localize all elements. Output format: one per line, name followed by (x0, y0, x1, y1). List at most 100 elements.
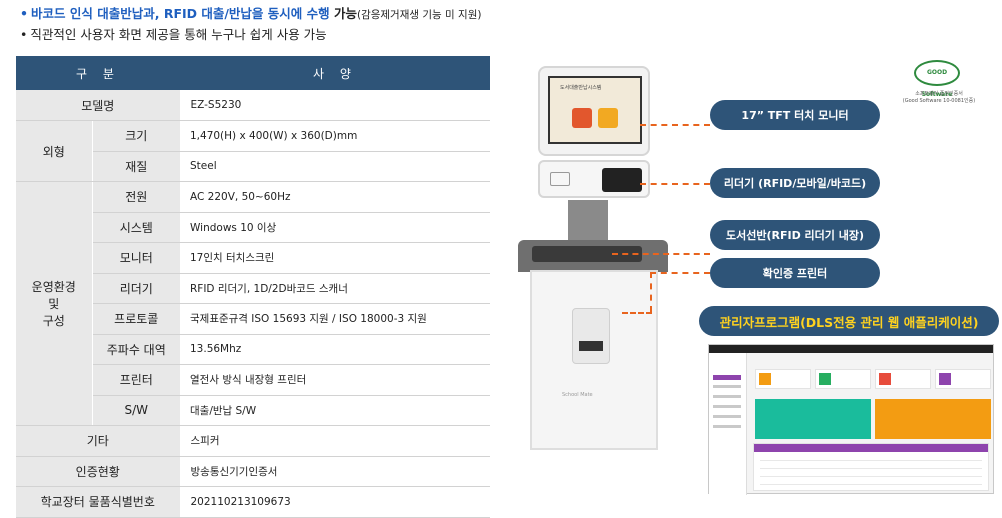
row-value: Windows 10 이상 (180, 212, 490, 243)
row-value: RFID 리더기, 1D/2D바코드 스캐너 (180, 273, 490, 304)
row-value: 202110213109673 (180, 486, 490, 518)
table-row: 외형 크기 1,470(H) x 400(W) x 360(D)mm (16, 120, 490, 182)
feature-rest: 가능 (329, 6, 357, 21)
group-label-line: 및 (48, 297, 60, 311)
sidebar-item (713, 375, 741, 380)
table-header: 구 분 사 양 (16, 56, 490, 90)
browser-bar (709, 345, 993, 353)
callout-monitor: 17” TFT 터치 모니터 (710, 100, 880, 130)
table-row: 리더기 RFID 리더기, 1D/2D바코드 스캐너 (16, 273, 490, 304)
feature-highlight-1: 바코드 인식 대출반납과, (31, 6, 164, 21)
logo-caption: (Good Software 10-0081인증) (902, 98, 976, 104)
printer-slot (579, 341, 603, 351)
sidebar-item (713, 415, 741, 418)
sidebar-item (713, 385, 741, 388)
stat-card-icon (759, 373, 771, 385)
bullet-dot: • (20, 27, 28, 42)
row-value: AC 220V, 50~60Hz (180, 181, 490, 213)
stat-card-icon (819, 373, 831, 385)
kiosk-illustration: 도서대출반납시스템 School Mate (518, 60, 680, 460)
kiosk-tile-icon (572, 108, 592, 128)
barcode-scanner-icon (602, 168, 642, 192)
table-row: 기타 스피커 (16, 425, 490, 457)
admin-table-row (760, 468, 982, 469)
admin-screenshot (708, 344, 994, 495)
kiosk-screen: 도서대출반납시스템 (548, 76, 642, 144)
row-value: EZ-S5230 (180, 90, 490, 121)
row-label: 크기 (91, 120, 180, 152)
table-row: 시스템 Windows 10 이상 (16, 212, 490, 243)
table-row: 프린터 열전사 방식 내장형 프린터 (16, 364, 490, 396)
sidebar-item (713, 425, 741, 428)
row-label: 학교장터 물품식별번호 (16, 486, 181, 518)
table-row: 모니터 17인치 터치스크린 (16, 242, 490, 274)
row-label: 모니터 (91, 242, 180, 274)
callout-bookshelf: 도서선반(RFID 리더기 내장) (710, 220, 880, 250)
row-label: 프로토콜 (91, 303, 180, 335)
row-label: 전원 (91, 181, 180, 213)
table-row: 주파수 대역 13.56Mhz (16, 334, 490, 365)
stat-card (935, 369, 991, 389)
feature-bullet-2: •직관적인 사용자 화면 제공을 통해 누구나 쉽게 사용 가능 (20, 25, 481, 44)
row-value: 1,470(H) x 400(W) x 360(D)mm (180, 120, 490, 152)
row-value: 스피커 (180, 425, 490, 457)
group-label-line: 구성 (42, 314, 65, 328)
table-row: 인증현황 방송통신기기인증서 (16, 456, 490, 487)
kiosk-brand: School Mate (562, 392, 593, 398)
row-label: 리더기 (91, 273, 180, 304)
group-label-line: 운영환경 (31, 280, 76, 294)
feature-bullets: •바코드 인식 대출반납과, RFID 대출/반납을 동시에 수행 가능(감응제… (20, 4, 481, 44)
chart-panel-green (755, 399, 871, 439)
chart-panel-orange (875, 399, 991, 439)
admin-table (753, 443, 989, 491)
kiosk-body: School Mate (530, 270, 658, 450)
row-label: 프린터 (91, 364, 180, 396)
rfid-pad (532, 246, 642, 262)
kiosk-screen-title: 도서대출반납시스템 (560, 85, 602, 91)
row-value: 열전사 방식 내장형 프린터 (180, 364, 490, 396)
bullet-dot: • (20, 6, 28, 21)
kiosk-reader-panel (538, 160, 650, 198)
table-row: 재질 Steel (16, 151, 490, 182)
stat-card (755, 369, 811, 389)
admin-table-row (760, 476, 982, 477)
card-icon (550, 172, 570, 186)
table-row: S/W 대출/반납 S/W (16, 395, 490, 426)
admin-table-header (754, 444, 988, 452)
feature-bullet-1: •바코드 인식 대출반납과, RFID 대출/반납을 동시에 수행 가능(감응제… (20, 4, 481, 25)
callout-line (622, 312, 652, 314)
callout-line (640, 183, 710, 185)
row-label: 시스템 (91, 212, 180, 243)
admin-table-row (760, 460, 982, 461)
logo-caption: 소프트웨어 품질인증서 (915, 91, 963, 97)
printer-icon (572, 308, 610, 364)
feature-text-2: 직관적인 사용자 화면 제공을 통해 누구나 쉽게 사용 가능 (30, 27, 327, 42)
callout-printer: 확인증 프린터 (710, 258, 880, 288)
kiosk-monitor: 도서대출반납시스템 (538, 66, 650, 156)
good-software-mark: GOOD Software (914, 60, 960, 98)
stat-card (815, 369, 871, 389)
admin-program-label: 관리자프로그램(DLS전용 관리 웹 애플리케이션) (699, 306, 999, 336)
table-row: 프로토콜 국제표준규격 ISO 15693 지원 / ISO 18000-3 지… (16, 303, 490, 335)
table-row: 학교장터 물품식별번호 202110213109673 (16, 486, 490, 518)
row-value: Steel (180, 151, 490, 182)
callout-line (650, 272, 710, 274)
row-label: 기타 (16, 425, 181, 457)
row-label: 재질 (91, 151, 180, 182)
row-value: 대출/반납 S/W (180, 395, 490, 426)
table-row: 운영환경 및 구성 전원 AC 220V, 50~60Hz (16, 181, 490, 426)
kiosk-tile-icon (598, 108, 618, 128)
spec-table: 구 분 사 양 모델명 EZ-S5230 외형 크기 1,470(H) x 40… (16, 56, 490, 518)
kiosk-book-shelf (518, 240, 668, 272)
callout-line (650, 272, 652, 312)
row-value: 국제표준규격 ISO 15693 지원 / ISO 18000-3 지원 (180, 303, 490, 335)
row-label: 주파수 대역 (91, 334, 180, 365)
table-row: 모델명 EZ-S5230 (16, 90, 490, 121)
feature-note: (감응제거재생 기능 미 지원) (356, 9, 482, 21)
good-software-logo: GOOD Software 소프트웨어 품질인증서 (Good Software… (900, 60, 975, 108)
admin-sidebar (709, 353, 747, 495)
stat-card (875, 369, 931, 389)
stat-card-icon (939, 373, 951, 385)
sidebar-item (713, 395, 741, 398)
header-spec: 사 양 (180, 56, 490, 90)
